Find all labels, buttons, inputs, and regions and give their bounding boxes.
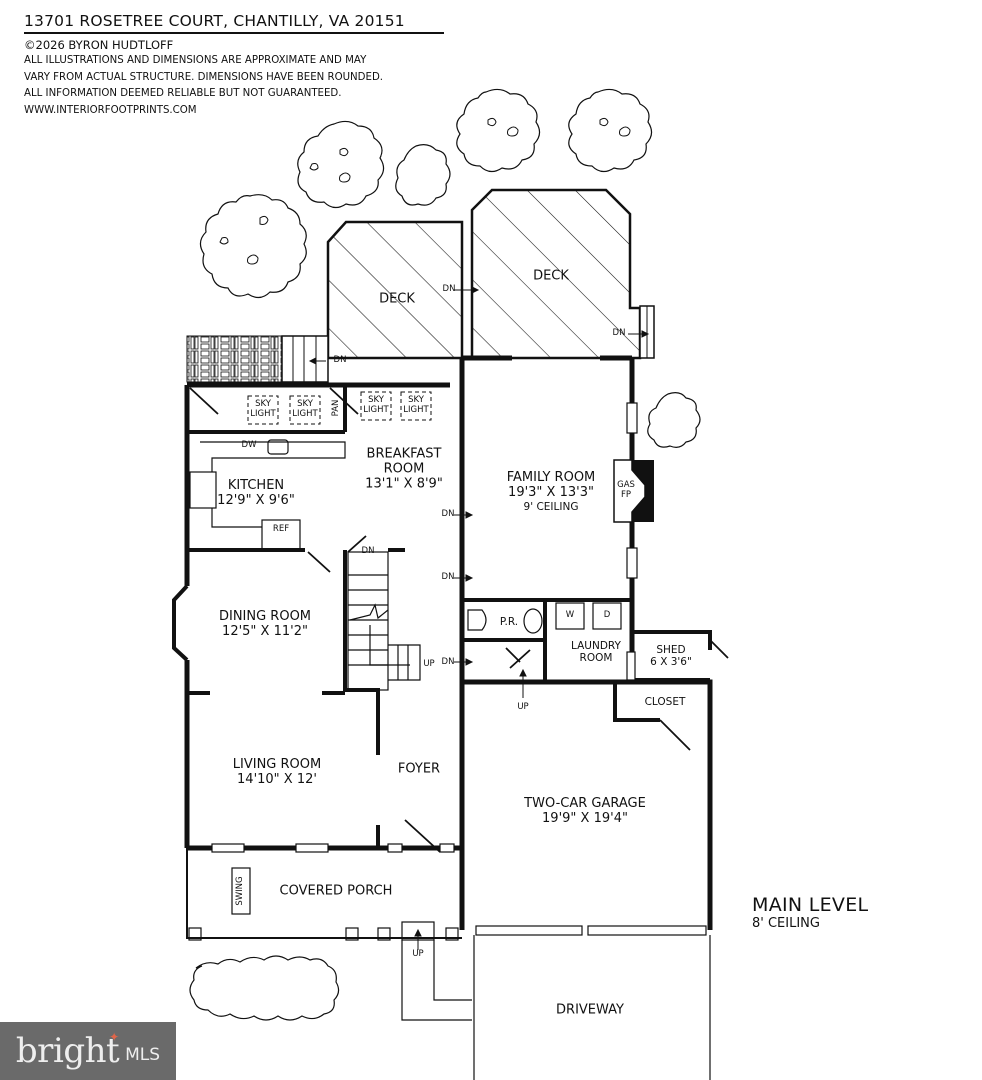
logo-suffix: MLS bbox=[125, 1045, 161, 1065]
level-ceiling: 8' CEILING bbox=[752, 916, 820, 931]
brick-patio bbox=[186, 335, 283, 383]
stairs bbox=[347, 551, 421, 691]
deck-steps bbox=[281, 335, 329, 383]
breakfast-name-2: ROOM bbox=[383, 461, 425, 477]
arrow-icons bbox=[308, 286, 650, 950]
tree-detail-icon bbox=[219, 117, 631, 265]
stairs-up-label: UP bbox=[412, 949, 424, 960]
interior-walls bbox=[187, 385, 712, 848]
stairs-down-label: DN bbox=[361, 546, 375, 557]
stairs-up-label: UP bbox=[423, 659, 435, 670]
skylight-text: SKY bbox=[408, 395, 424, 406]
skylight-text: LIGHT bbox=[363, 405, 389, 415]
family-room-label: FAMILY ROOM 19'3" X 13'3" 9' CEILING bbox=[506, 470, 596, 513]
family-dim: 19'3" X 13'3" bbox=[508, 484, 594, 500]
stairs-down-label: DN bbox=[441, 657, 455, 668]
family-ceiling: 9' CEILING bbox=[523, 500, 579, 513]
washer-label: W bbox=[565, 610, 575, 621]
dishwasher-label: DW bbox=[241, 440, 257, 451]
pantry-label: PAN bbox=[331, 399, 342, 417]
website-text: WWW.INTERIORFOOTPRINTS.COM bbox=[24, 104, 197, 116]
skylight-text: SKY bbox=[368, 395, 384, 406]
plan-header: 13701 ROSETREE COURT, CHANTILLY, VA 2015… bbox=[24, 12, 444, 119]
powder-room-label: P.R. bbox=[499, 615, 519, 628]
dining-dim: 12'5" X 11'2" bbox=[222, 624, 308, 639]
property-address: 13701 ROSETREE COURT, CHANTILLY, VA 2015… bbox=[24, 12, 444, 34]
shed-name: SHED bbox=[656, 643, 686, 656]
skylight-text: LIGHT bbox=[250, 409, 276, 419]
garage-dim: 19'9" X 19'4" bbox=[542, 811, 628, 826]
laundry-appliances bbox=[467, 602, 622, 634]
stairs-down-label: DN bbox=[441, 509, 455, 520]
dining-name: DINING ROOM bbox=[218, 609, 312, 625]
disclaimer-line-3: ALL INFORMATION DEEMED RELIABLE BUT NOT … bbox=[24, 88, 342, 99]
living-name: LIVING ROOM bbox=[232, 757, 322, 773]
level-title: MAIN LEVEL bbox=[752, 894, 869, 916]
bright-mls-logo: bright ✦ MLS bbox=[0, 1022, 176, 1080]
door-swings bbox=[189, 387, 729, 853]
fireplace-text-1: GAS bbox=[617, 480, 635, 491]
kitchen-counters bbox=[189, 439, 346, 551]
breakfast-name-1: BREAKFAST bbox=[366, 446, 442, 462]
kitchen-label: KITCHEN 12'9" X 9'6" bbox=[217, 478, 295, 509]
closet-label: CLOSET bbox=[644, 695, 686, 708]
skylight-text: SKY bbox=[255, 399, 271, 410]
stairs-down-label: DN bbox=[442, 284, 456, 295]
driveway-label: DRIVEWAY bbox=[556, 1002, 624, 1018]
living-room-label: LIVING ROOM 14'10" X 12' bbox=[232, 757, 322, 788]
copyright-text: ©2026 BYRON HUDTLOFF bbox=[24, 38, 174, 52]
garage-name: TWO-CAR GARAGE bbox=[524, 796, 646, 812]
stairs-down-label: DN bbox=[612, 328, 626, 339]
tree-icon bbox=[189, 88, 701, 1021]
shed-label: SHED 6 X 3'6" bbox=[650, 644, 692, 668]
family-name: FAMILY ROOM bbox=[506, 470, 596, 486]
disclaimer-line-2: VARY FROM ACTUAL STRUCTURE. DIMENSIONS H… bbox=[24, 71, 384, 83]
stairs-up-label: UP bbox=[517, 702, 529, 713]
breakfast-dim: 13'1" X 8'9" bbox=[365, 476, 443, 492]
stairs-down-label: DN bbox=[441, 572, 455, 583]
living-dim: 14'10" X 12' bbox=[237, 772, 317, 787]
disclaimer-line-1: ALL ILLUSTRATIONS AND DIMENSIONS ARE APP… bbox=[24, 55, 367, 66]
skylight-text: LIGHT bbox=[292, 409, 318, 419]
stairs-down-label: DN bbox=[333, 355, 347, 366]
swing-label: SWING bbox=[235, 876, 246, 906]
logo-brand: bright bbox=[15, 1031, 120, 1071]
laundry-name-2: ROOM bbox=[579, 652, 613, 664]
garage-label: TWO-CAR GARAGE 19'9" X 19'4" bbox=[524, 796, 646, 827]
shed-dim: 6 X 3'6" bbox=[650, 656, 692, 668]
laundry-name-1: LAUNDRY bbox=[571, 639, 621, 652]
kitchen-name: KITCHEN bbox=[227, 478, 285, 494]
kitchen-dim: 12'9" X 9'6" bbox=[217, 493, 295, 508]
porch bbox=[186, 848, 472, 1021]
skylight-text: LIGHT bbox=[403, 405, 429, 415]
deck-left-label: DECK bbox=[379, 291, 415, 307]
dining-room-label: DINING ROOM 12'5" X 11'2" bbox=[218, 609, 312, 640]
covered-porch-label: COVERED PORCH bbox=[279, 883, 393, 899]
deck-right-label: DECK bbox=[533, 268, 569, 284]
dryer-label: D bbox=[603, 610, 611, 621]
breakfast-room-label: BREAKFAST ROOM 13'1" X 8'9" bbox=[365, 446, 443, 493]
refrigerator-label: REF bbox=[272, 524, 290, 535]
skylights bbox=[247, 391, 432, 425]
laundry-room-label: LAUNDRY ROOM bbox=[571, 640, 621, 664]
bay-window bbox=[172, 584, 189, 662]
skylight-text: SKY bbox=[297, 399, 313, 410]
driveway bbox=[473, 935, 711, 1080]
windows bbox=[211, 402, 707, 936]
foyer-label: FOYER bbox=[397, 761, 441, 777]
level-info: MAIN LEVEL 8' CEILING bbox=[752, 894, 868, 931]
fireplace-text-2: FP bbox=[620, 490, 632, 500]
